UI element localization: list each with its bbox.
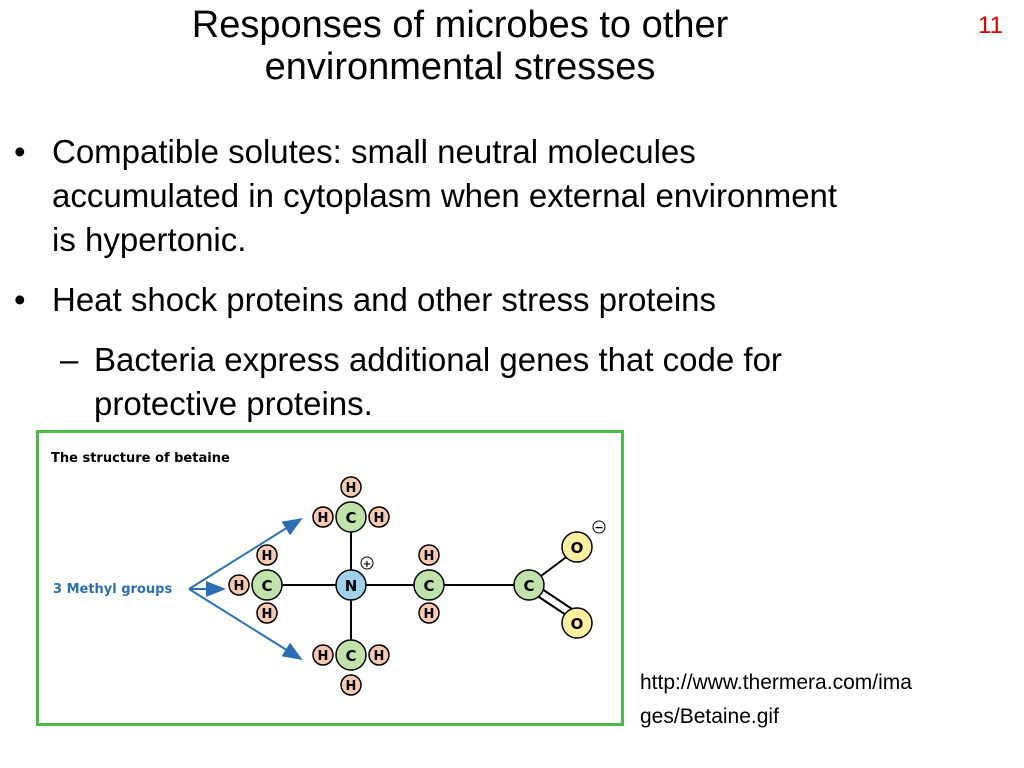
sub-bullet-bacteria-genes: – Bacteria express additional genes that… (60, 338, 960, 426)
slide-number: 11 (978, 12, 1003, 39)
hydrogen-atom: H (368, 644, 390, 666)
hydrogen-atom: H (368, 506, 390, 528)
hydrogen-atom: H (418, 602, 440, 624)
figure-title: The structure of betaine (51, 451, 230, 466)
carbon-atom: C (335, 501, 367, 533)
bullet-text-line: Heat shock proteins and other stress pro… (52, 281, 717, 318)
svg-text:C: C (523, 577, 534, 595)
oxygen-atoms: O − O (561, 520, 606, 639)
carbon-atom: C (251, 569, 283, 601)
bullet-heat-shock: • Heat shock proteins and other stress p… (14, 278, 1014, 322)
svg-text:C: C (345, 509, 356, 527)
svg-text:H: H (374, 649, 385, 664)
svg-text:O: O (571, 615, 584, 633)
slide-title: Responses of microbes to other environme… (100, 4, 820, 88)
slide-title-line-1: Responses of microbes to other (191, 4, 729, 46)
svg-text:C: C (345, 647, 356, 665)
bullet-text-line: is hypertonic. (52, 221, 247, 258)
svg-text:H: H (346, 481, 357, 496)
methyl-groups-label: 3 Methyl groups (53, 582, 172, 597)
bullet-text-line: accumulated in cytoplasm when external e… (52, 177, 838, 214)
hydrogen-atom: H (256, 602, 278, 624)
negative-charge: − (594, 521, 603, 534)
hydrogen-atom: H (340, 476, 362, 498)
svg-text:O: O (571, 539, 584, 557)
bullet-text-line: Compatible solutes: small neutral molecu… (52, 133, 696, 170)
svg-text:C: C (423, 577, 434, 595)
carbon-atom: C (335, 639, 367, 671)
sub-bullet-marker: – (60, 341, 79, 378)
nitrogen-atom: N + (335, 556, 374, 601)
bullet-marker: • (14, 281, 26, 318)
svg-text:H: H (424, 549, 435, 564)
bullet-marker: • (14, 133, 26, 170)
hydrogen-atom: H (418, 544, 440, 566)
betaine-structure-diagram: 3 Methyl groups H H H H H H H H H H H (53, 476, 606, 696)
hydrogen-atoms: H H H H H H H H H H H (228, 476, 440, 696)
carbon-atom: C (413, 569, 445, 601)
svg-text:H: H (262, 607, 273, 622)
svg-text:H: H (424, 607, 435, 622)
slide-title-line-2: environmental stresses (264, 46, 656, 88)
hydrogen-atom: H (228, 574, 250, 596)
carbon-atoms: C C C C C (251, 501, 545, 671)
citation-line-2: ges/Betaine.gif (640, 705, 779, 728)
arrow-to-top-methyl (188, 517, 303, 590)
betaine-figure: The structure of betaine 3 Methyl groups… (36, 430, 624, 726)
positive-charge: + (363, 559, 371, 570)
hydrogen-atom: H (312, 506, 334, 528)
sub-bullet-text-line: Bacteria express additional genes that c… (94, 341, 782, 378)
svg-text:H: H (318, 649, 329, 664)
sub-bullet-text-line: protective proteins. (94, 385, 373, 422)
hydrogen-atom: H (312, 644, 334, 666)
oxygen-atom: O − (561, 520, 606, 563)
hydrogen-atom: H (340, 674, 362, 696)
svg-text:C: C (261, 577, 272, 595)
bullet-compatible-solutes: • Compatible solutes: small neutral mole… (14, 130, 1014, 262)
image-source-citation: http://www.thermera.com/ima ges/Betaine.… (640, 666, 1024, 734)
svg-text:H: H (318, 511, 329, 526)
svg-text:H: H (262, 549, 273, 564)
arrow-to-bottom-methyl (188, 588, 303, 661)
oxygen-atom: O (561, 607, 593, 639)
svg-text:H: H (346, 679, 357, 694)
svg-text:H: H (374, 511, 385, 526)
hydrogen-atom: H (256, 544, 278, 566)
carbon-atom: C (513, 569, 545, 601)
svg-text:H: H (234, 579, 245, 594)
svg-text:N: N (345, 577, 358, 595)
citation-line-1: http://www.thermera.com/ima (640, 671, 912, 694)
